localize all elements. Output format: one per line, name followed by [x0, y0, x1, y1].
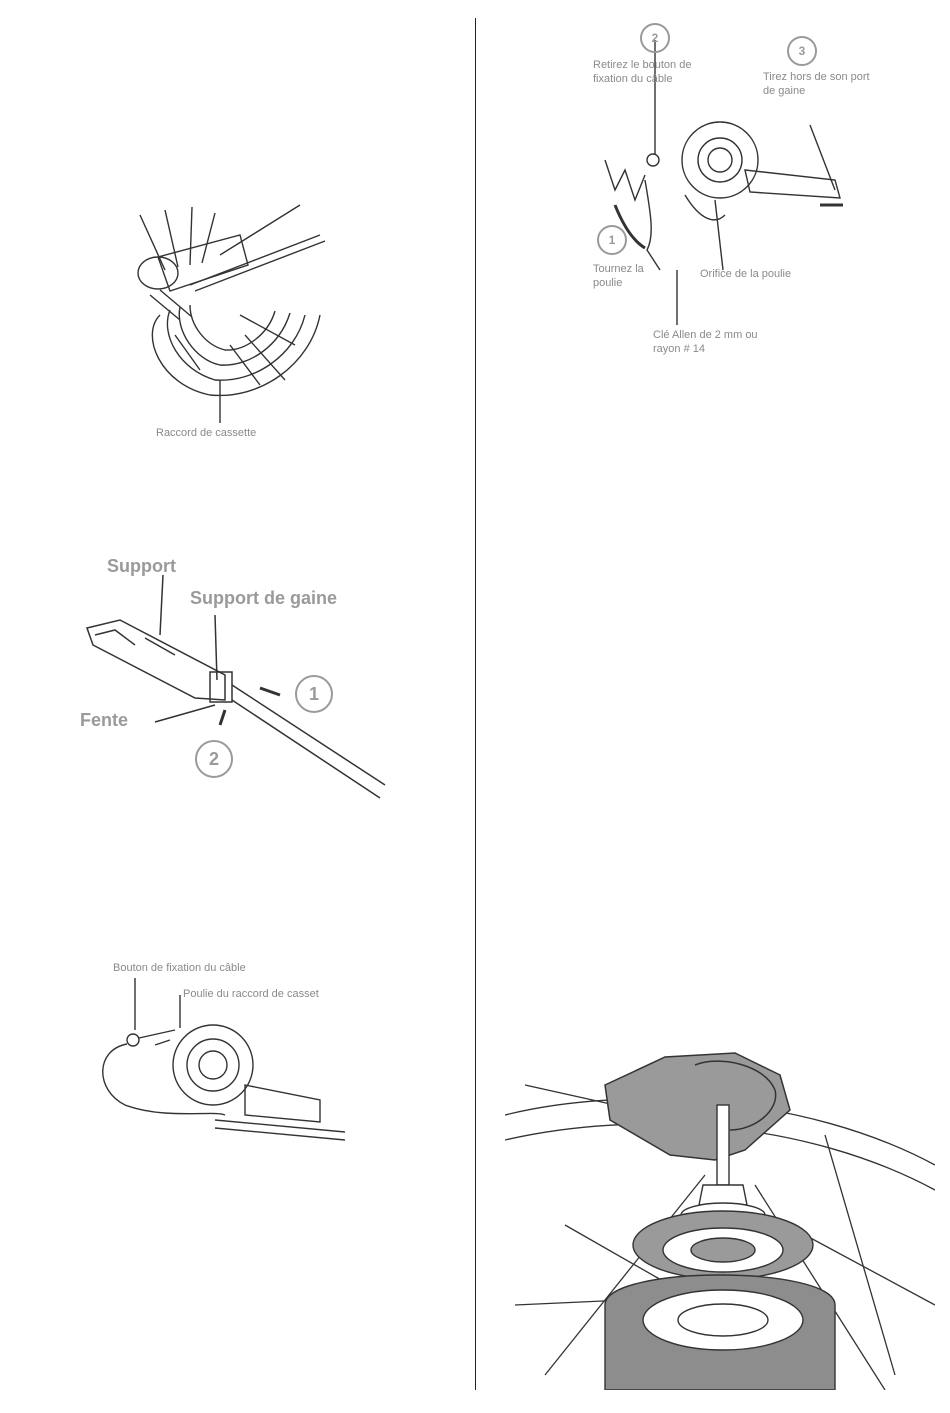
remove-knob-label: Retirez le bouton de fixation du câble: [593, 58, 723, 86]
pulley-hole-label: Orifice de la poulie: [700, 268, 791, 280]
cable-knob-label: Bouton de fixation du câble: [113, 962, 246, 974]
step-2-badge: 2: [195, 740, 233, 778]
hub-wheel-figure: [505, 1045, 935, 1390]
cable-knob-figure: Bouton de fixation du câble Poulie du ra…: [95, 960, 355, 1145]
step-3-badge: 3: [787, 36, 817, 66]
step-2-badge: 2: [640, 23, 670, 53]
cassette-joint-caption: Raccord de cassette: [156, 427, 256, 439]
pull-out-label: Tirez hors de son port de gaine: [763, 70, 873, 98]
step-1-badge: 1: [295, 675, 333, 713]
column-divider: [475, 18, 476, 1390]
support-label: Support: [107, 556, 176, 577]
hub-wheel-drawing: [505, 1045, 935, 1390]
cassette-joint-figure: Raccord de cassette: [120, 195, 340, 455]
allen-key-label: Clé Allen de 2 mm ou rayon # 14: [653, 328, 773, 356]
housing-support-figure: Support Support de gaine Fente 1 2: [75, 550, 405, 810]
pulley-label: Poulie du raccord de casset: [183, 988, 319, 1000]
housing-support-label: Support de gaine: [190, 588, 337, 609]
slot-label: Fente: [80, 710, 128, 731]
cassette-joint-drawing: [120, 195, 340, 455]
cable-removal-figure: 2 3 1 Retirez le bouton de fixation du c…: [585, 20, 885, 365]
turn-pulley-label: Tournez la poulie: [593, 262, 673, 290]
step-1-badge: 1: [597, 225, 627, 255]
